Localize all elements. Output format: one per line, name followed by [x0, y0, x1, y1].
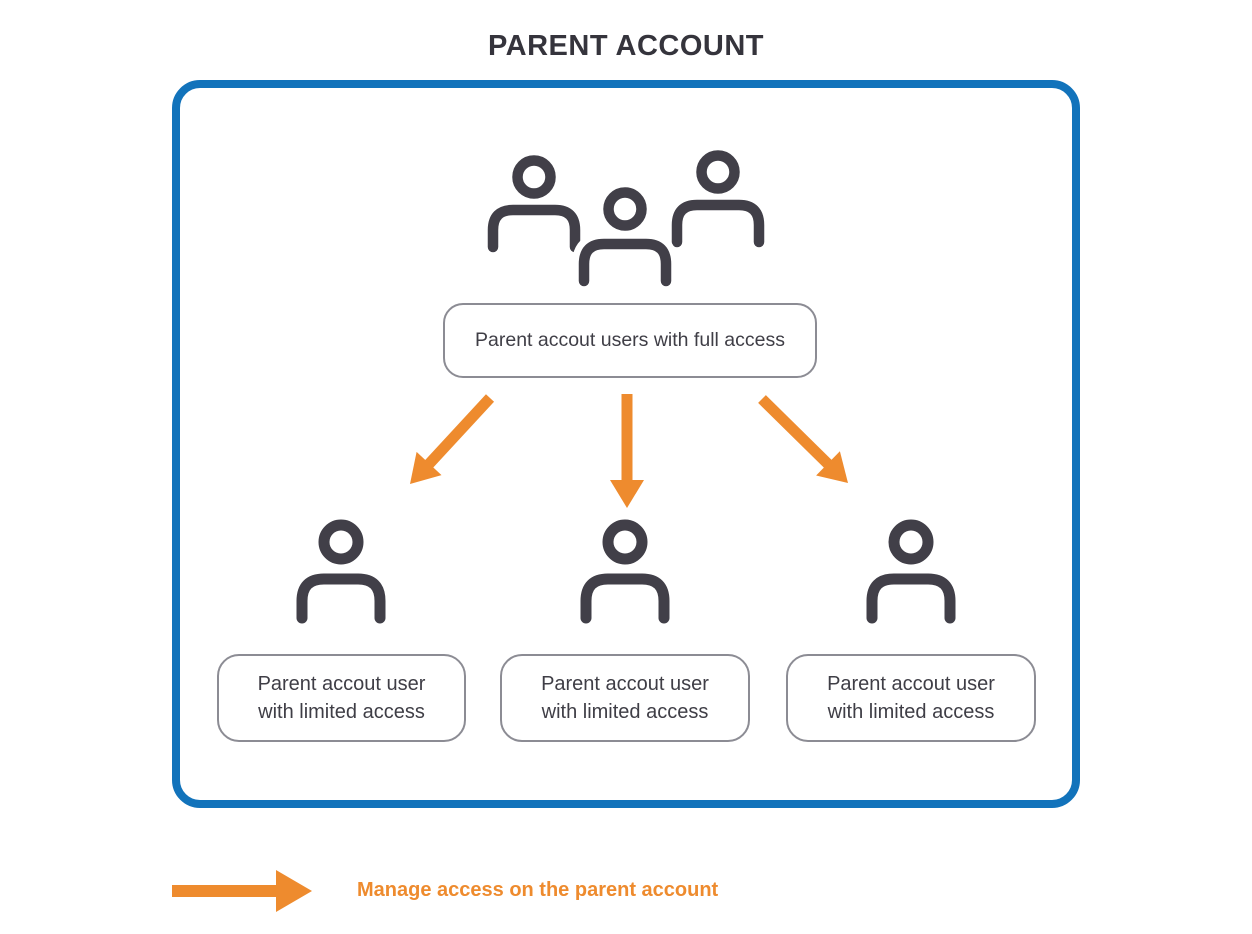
right-arrow-icon	[172, 870, 312, 912]
user-icon	[866, 519, 956, 624]
limited-access-label-line2: with limited access	[541, 701, 709, 723]
limited-access-label-box: Parent accout user with limited access	[217, 654, 466, 742]
user-icon	[580, 519, 670, 624]
full-access-label-box: Parent accout users with full access	[443, 303, 817, 378]
limited-access-label-line1: Parent accout user	[257, 673, 426, 695]
manage-access-arrow-middle	[610, 394, 644, 508]
manage-access-arrow-left	[410, 394, 495, 484]
users-group-icon	[487, 150, 765, 293]
limited-access-label-box: Parent accout user with limited access	[786, 654, 1036, 742]
legend-label: Manage access on the parent account	[357, 879, 719, 901]
limited-access-label-line2: with limited access	[827, 701, 995, 723]
full-access-label: Parent accout users with full access	[475, 329, 785, 351]
limited-access-label-line1: Parent accout user	[827, 673, 995, 695]
limited-access-label-line2: with limited access	[258, 701, 425, 723]
user-icon	[296, 519, 386, 624]
page-title: PARENT ACCOUNT	[487, 30, 765, 62]
parent-account-box	[172, 80, 1080, 808]
limited-access-label-box: Parent accout user with limited access	[500, 654, 750, 742]
limited-access-label-line1: Parent accout user	[541, 673, 709, 695]
manage-access-arrow-right	[758, 395, 848, 483]
